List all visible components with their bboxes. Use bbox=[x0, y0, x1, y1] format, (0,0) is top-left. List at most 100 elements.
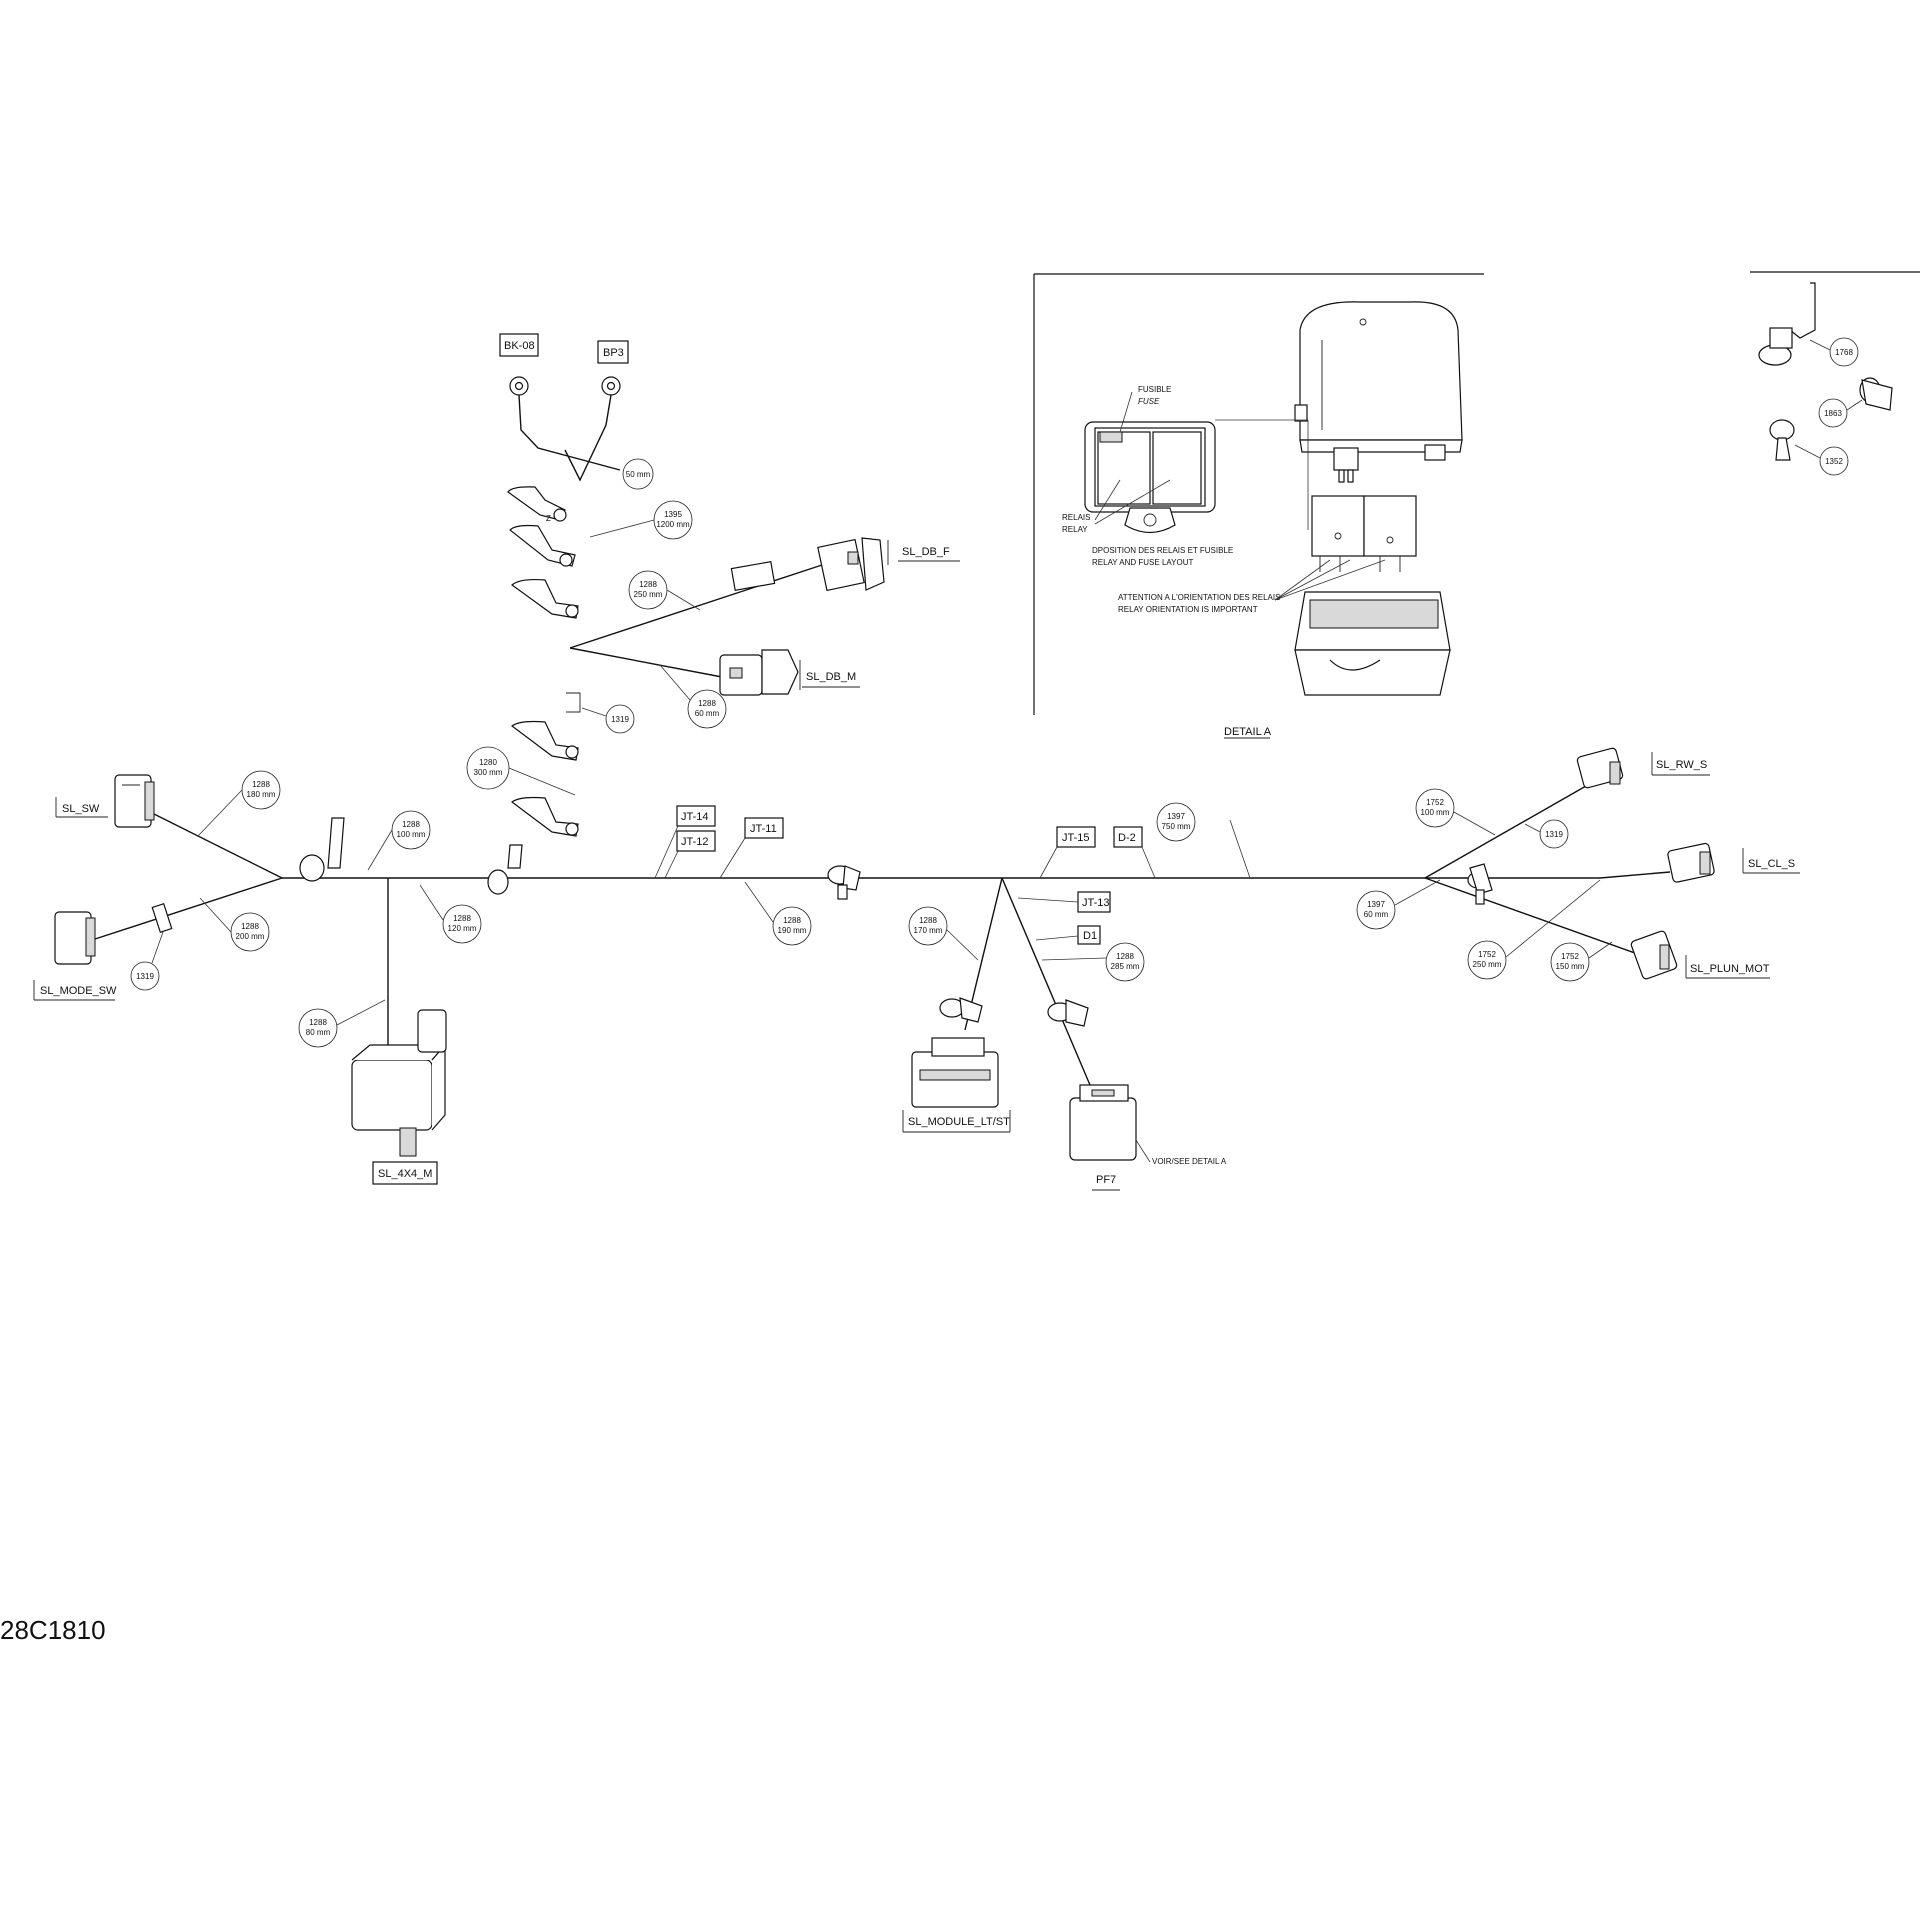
svg-text:250 mm: 250 mm bbox=[634, 590, 663, 599]
label-sl-4x4-m: SL_4X4_M bbox=[378, 1168, 432, 1180]
svg-text:1395: 1395 bbox=[664, 510, 682, 519]
ring-terminal-bp3: BP3 bbox=[564, 340, 629, 482]
ring-terminal-bk08: BK-08 bbox=[499, 333, 621, 471]
callout-1288-285: 1288 285 mm bbox=[1041, 942, 1145, 982]
connector-sl-4x4-m: SL_4X4_M bbox=[351, 1009, 447, 1185]
svg-text:1752: 1752 bbox=[1561, 952, 1579, 961]
branch-clip-right bbox=[1047, 999, 1089, 1027]
callout-1863: 1863 bbox=[1818, 398, 1863, 428]
svg-text:RELAY: RELAY bbox=[1062, 525, 1088, 534]
fuse-relay-layout: FUSIBLE FUSE RELAIS RELAY DPOSITION DES … bbox=[1062, 385, 1309, 567]
svg-text:1288: 1288 bbox=[241, 922, 259, 931]
connector-pf7: PF7 VOIR/SEE DETAIL A bbox=[1069, 1084, 1227, 1191]
callout-1397-750: 1397 750 mm bbox=[1156, 802, 1251, 879]
fuse-box-cover bbox=[1294, 301, 1463, 461]
svg-text:1863: 1863 bbox=[1824, 409, 1842, 418]
svg-text:1288: 1288 bbox=[1116, 952, 1134, 961]
connector-sl-plun-mot: SL_PLUN_MOT bbox=[1630, 930, 1770, 980]
junction-jt14: JT-14 bbox=[654, 805, 716, 879]
callout-1288-60: 1288 60 mm bbox=[659, 664, 727, 729]
callout-1752-250: 1752 250 mm bbox=[1467, 879, 1601, 980]
svg-text:FUSIBLE: FUSIBLE bbox=[1138, 385, 1171, 394]
callout-1319-top: 1319 bbox=[566, 692, 635, 734]
connector-sl-cl-s: SL_CL_S bbox=[1667, 842, 1800, 883]
junction-d1: D1 bbox=[1035, 925, 1101, 945]
connector-sl-db-m: SL_DB_M bbox=[719, 649, 860, 696]
svg-text:300 mm: 300 mm bbox=[474, 768, 503, 777]
label-sl-sw: SL_SW bbox=[62, 803, 100, 815]
svg-text:1397: 1397 bbox=[1167, 812, 1185, 821]
callout-1319-right: 1319 bbox=[1524, 819, 1569, 849]
detail-a-frame: DETAIL A bbox=[1033, 273, 1484, 739]
callout-1752-150: 1752 150 mm bbox=[1550, 941, 1613, 982]
svg-text:1288: 1288 bbox=[639, 580, 657, 589]
callout-1352: 1352 bbox=[1794, 444, 1849, 476]
svg-text:1288: 1288 bbox=[783, 916, 801, 925]
label-bp3: BP3 bbox=[603, 347, 624, 359]
connector-sl-rw-s: SL_RW_S bbox=[1576, 747, 1710, 789]
top-right-parts bbox=[1750, 271, 1920, 461]
svg-text:FUSE: FUSE bbox=[1138, 397, 1160, 406]
callout-1280: 1280 300 mm bbox=[466, 746, 576, 796]
svg-text:1397: 1397 bbox=[1367, 900, 1385, 909]
callout-1395: 1395 1200 mm bbox=[589, 500, 693, 540]
svg-text:JT-15: JT-15 bbox=[1062, 832, 1090, 844]
connector-sl-sw: SL_SW bbox=[55, 774, 155, 828]
svg-text:1288: 1288 bbox=[402, 820, 420, 829]
junction-jt12: JT-12 bbox=[664, 830, 716, 879]
drawing-number: 28C1810 bbox=[0, 1615, 106, 1645]
label-bk08: BK-08 bbox=[504, 340, 535, 352]
svg-text:1288: 1288 bbox=[698, 699, 716, 708]
callout-1288-180: 1288 180 mm bbox=[197, 770, 281, 837]
ground-clip-lower bbox=[510, 720, 579, 837]
trunk-clip-center bbox=[827, 865, 861, 900]
trunk-clip-2 bbox=[299, 817, 345, 882]
svg-text:250 mm: 250 mm bbox=[1473, 960, 1502, 969]
callout-1288-80: 1288 80 mm bbox=[298, 999, 386, 1048]
relay-pair: ATTENTION A L'ORIENTATION DES RELAIS REL… bbox=[1118, 495, 1417, 614]
svg-text:ATTENTION A L'ORIENTATION DES: ATTENTION A L'ORIENTATION DES RELAIS bbox=[1118, 593, 1280, 602]
svg-text:80 mm: 80 mm bbox=[306, 1028, 331, 1037]
svg-text:DPOSITION DES RELAIS ET FUSIBL: DPOSITION DES RELAIS ET FUSIBLE bbox=[1092, 546, 1233, 555]
label-sl-plun-mot: SL_PLUN_MOT bbox=[1690, 963, 1770, 975]
label-sl-rw-s: SL_RW_S bbox=[1656, 759, 1707, 771]
branch-clip-left bbox=[939, 997, 983, 1023]
label-sl-module: SL_MODULE_LT/ST bbox=[908, 1116, 1010, 1128]
label-see-detail: VOIR/SEE DETAIL A bbox=[1152, 1157, 1227, 1166]
callout-1288-200: 1288 200 mm bbox=[199, 897, 270, 952]
svg-text:100 mm: 100 mm bbox=[1421, 808, 1450, 817]
svg-text:D1: D1 bbox=[1083, 930, 1097, 942]
callout-50mm: 50 mm bbox=[622, 458, 654, 490]
label-pf7: PF7 bbox=[1096, 1174, 1116, 1186]
svg-text:150 mm: 150 mm bbox=[1556, 962, 1585, 971]
mini-fuse bbox=[1333, 447, 1359, 483]
callout-1752-100: 1752 100 mm bbox=[1415, 788, 1496, 836]
svg-text:1280: 1280 bbox=[479, 758, 497, 767]
label-sl-db-f: SL_DB_F bbox=[902, 546, 950, 558]
label-sl-mode-sw: SL_MODE_SW bbox=[40, 985, 117, 997]
svg-text:RELAIS: RELAIS bbox=[1062, 513, 1090, 522]
svg-text:1288: 1288 bbox=[309, 1018, 327, 1027]
callout-1397-60: 1397 60 mm bbox=[1356, 879, 1441, 930]
junction-jt11: JT-11 bbox=[719, 817, 784, 879]
svg-text:1288: 1288 bbox=[453, 914, 471, 923]
svg-text:100 mm: 100 mm bbox=[397, 830, 426, 839]
svg-text:RELAY ORIENTATION IS IMPORTANT: RELAY ORIENTATION IS IMPORTANT bbox=[1118, 605, 1258, 614]
svg-text:60 mm: 60 mm bbox=[1364, 910, 1389, 919]
svg-text:RELAY AND FUSE LAYOUT: RELAY AND FUSE LAYOUT bbox=[1092, 558, 1193, 567]
svg-text:60 mm: 60 mm bbox=[695, 709, 720, 718]
callout-1288-170: 1288 170 mm bbox=[908, 906, 979, 961]
svg-text:Z: Z bbox=[546, 514, 551, 523]
svg-text:1752: 1752 bbox=[1478, 950, 1496, 959]
svg-text:JT-14: JT-14 bbox=[681, 811, 709, 823]
label-sl-cl-s: SL_CL_S bbox=[1748, 858, 1795, 870]
svg-text:285 mm: 285 mm bbox=[1111, 962, 1140, 971]
svg-text:170 mm: 170 mm bbox=[914, 926, 943, 935]
svg-text:D-2: D-2 bbox=[1118, 832, 1136, 844]
connector-sl-module-lt-st: SL_MODULE_LT/ST bbox=[902, 1037, 1011, 1133]
svg-text:1752: 1752 bbox=[1426, 798, 1444, 807]
connector-sl-mode-sw: SL_MODE_SW bbox=[33, 911, 117, 1001]
trunk-clip-right bbox=[1467, 863, 1493, 905]
svg-text:1768: 1768 bbox=[1835, 348, 1853, 357]
